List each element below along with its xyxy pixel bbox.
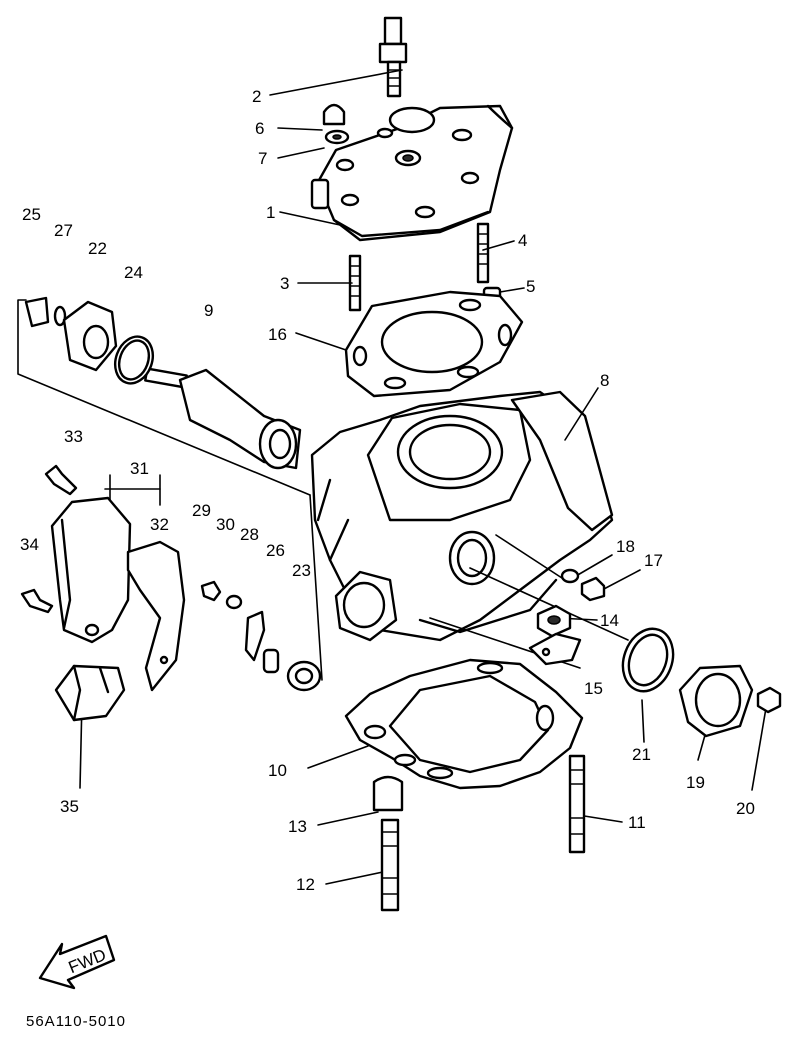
washer-30: [225, 594, 243, 610]
callout-21: 21: [632, 745, 651, 764]
callout-18: 18: [616, 537, 635, 556]
callout-22: 22: [88, 239, 107, 258]
callout-7: 7: [258, 149, 267, 168]
bolt-washer: [560, 568, 580, 584]
callout-15: 15: [584, 679, 603, 698]
oil-seal: [62, 300, 118, 372]
callout-10: 10: [268, 761, 287, 780]
forward-arrow-icon: [38, 934, 116, 990]
cylinder-block: [310, 390, 614, 642]
callout-12: 12: [296, 875, 315, 894]
callout-6: 6: [255, 119, 264, 138]
cap-nut: [322, 103, 346, 126]
callout-5: 5: [526, 277, 535, 296]
callout-33: 33: [64, 427, 83, 446]
callout-32: 32: [150, 515, 169, 534]
valve-housing: [50, 496, 132, 644]
spark-plug: [378, 16, 408, 98]
snap-ring: [53, 305, 67, 327]
callout-19: 19: [686, 773, 705, 792]
callout-14: 14: [600, 611, 619, 630]
bolt-29: [200, 580, 222, 602]
stud-bolt-long-left: [380, 818, 400, 912]
subassembly-frame: [17, 299, 323, 681]
callout-24: 24: [124, 263, 143, 282]
valve-cap-35: [54, 664, 126, 722]
callout-29: 29: [192, 501, 211, 520]
callout-9: 9: [204, 301, 213, 320]
callout-1: 1: [266, 203, 275, 222]
power-valve-shaft: [144, 367, 302, 470]
callout-17: 17: [644, 551, 663, 570]
callout-labels: 1 2 3 4 5 6 7 8 9 10 11 12 13 14 15 16 1…: [20, 87, 755, 894]
head-gasket: [344, 290, 524, 398]
callout-25: 25: [22, 205, 41, 224]
callout-26: 26: [266, 541, 285, 560]
o-ring: [621, 627, 675, 693]
callout-8: 8: [600, 371, 609, 390]
callout-30: 30: [216, 515, 235, 534]
callout-31: 31: [130, 459, 149, 478]
oil-seal-23: [286, 660, 322, 692]
lock-plate: [528, 632, 582, 666]
exhaust-valve-cover: [678, 664, 754, 738]
housing-gasket: [126, 540, 186, 692]
hex-nut: [536, 604, 572, 638]
stud-bolt-upper: [476, 222, 490, 284]
screw-34: [20, 588, 54, 614]
callout-34: 34: [20, 535, 39, 554]
stud-bolt-long-right: [568, 754, 586, 854]
callout-11: 11: [628, 813, 646, 832]
callout-35: 35: [60, 797, 79, 816]
screw-33: [44, 464, 78, 496]
bushing-26: [262, 648, 280, 674]
collar: [372, 775, 404, 812]
callout-20: 20: [736, 799, 755, 818]
cylinder-head: [310, 104, 514, 242]
end-cap: [24, 296, 50, 328]
base-gasket: [344, 658, 584, 790]
callout-3: 3: [280, 274, 289, 293]
document-code: 56A110-5010: [26, 1013, 126, 1030]
washer: [324, 129, 350, 145]
callout-4: 4: [518, 231, 527, 250]
callout-2: 2: [252, 87, 261, 106]
callout-23: 23: [292, 561, 311, 580]
cover-bolt: [756, 686, 782, 714]
callout-28: 28: [240, 525, 259, 544]
large-o-ring: [113, 335, 155, 385]
hex-bolt: [580, 576, 606, 602]
callout-13: 13: [288, 817, 307, 836]
callout-27: 27: [54, 221, 73, 240]
callout-16: 16: [268, 325, 287, 344]
lever-28: [244, 610, 266, 662]
